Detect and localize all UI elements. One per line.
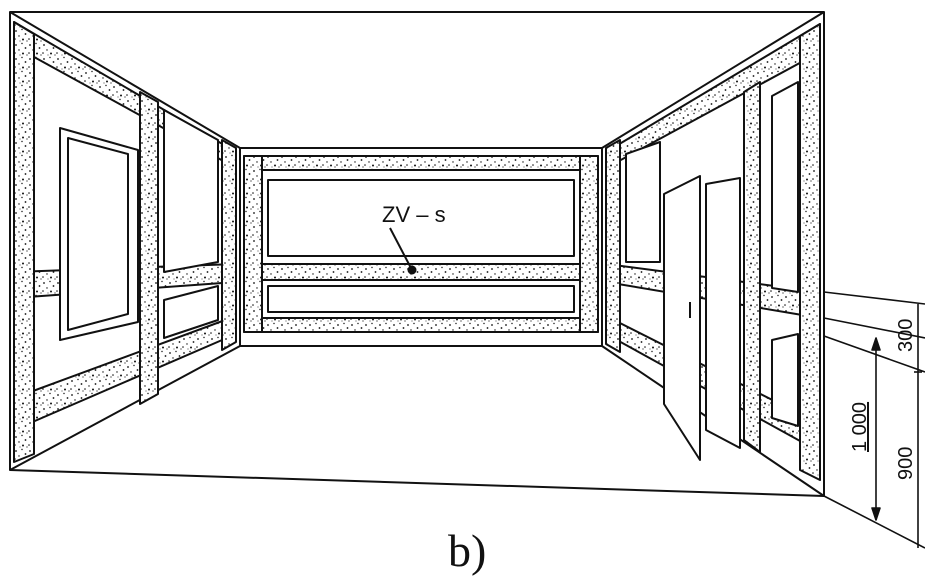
zv-s-leader	[389, 227, 413, 271]
left-wall-bands	[13, 21, 237, 463]
dim-label-900: 900	[895, 447, 917, 480]
door	[663, 175, 741, 461]
element-tag-label: ZV – s	[382, 202, 446, 227]
back-wall	[239, 147, 603, 347]
dim-label-300: 300	[895, 319, 917, 352]
window-glass	[67, 137, 129, 331]
dim-label-1000: 1 000	[849, 402, 871, 452]
left-wall-top-edge	[9, 11, 241, 149]
back-panel-lower	[267, 285, 575, 313]
back-wall-bands	[243, 155, 599, 333]
figure-caption: b)	[448, 525, 486, 576]
dimension-lines	[823, 291, 925, 549]
door-leaf	[663, 175, 701, 461]
right-wall-top-edge	[601, 11, 825, 149]
door-opening	[705, 177, 741, 449]
back-panel-upper	[267, 179, 575, 257]
left-wall-bottom-edge	[9, 345, 241, 471]
